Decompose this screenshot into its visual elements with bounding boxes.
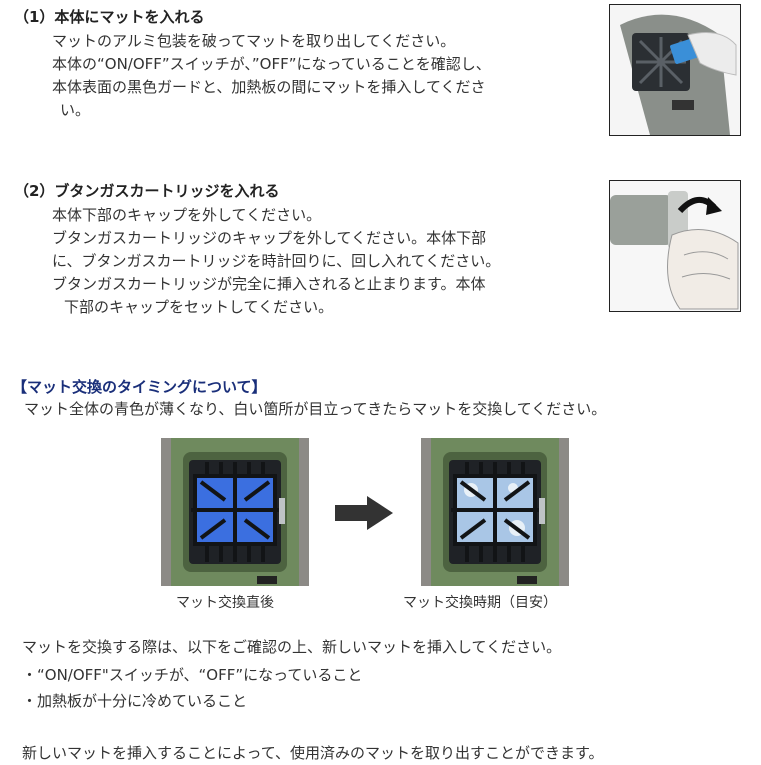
step1-line-3: 本体表面の黒色ガードと、加熱板の間にマットを挿入してくださ <box>52 78 486 96</box>
timing-title: 【マット交換のタイミングについて】 <box>12 378 267 396</box>
step1-line-4: い。 <box>60 101 91 119</box>
step2-line-4: ブタンガスカートリッジが完全に挿入されると止まります。本体 <box>52 275 486 293</box>
notes-footer: 新しいマットを挿入することによって、使用済みのマットを取り出すことができます。 <box>22 744 604 762</box>
step1-heading: （1）本体にマットを入れる <box>14 8 205 26</box>
step2-body: 本体下部のキャップを外してください。 ブタンガスカートリッジのキャップを外してく… <box>52 204 500 319</box>
mat-insert-photo <box>609 4 741 136</box>
step2-line-2: ブタンガスカートリッジのキャップを外してください。本体下部 <box>52 229 487 247</box>
step1-line-1: マットのアルミ包装を破ってマットを取り出してください。 <box>52 32 456 50</box>
right-arrow-icon <box>335 496 393 530</box>
step2-heading: （2）ブタンガスカートリッジを入れる <box>14 182 280 200</box>
step2-line-5: 下部のキャップをセットしてください。 <box>64 298 334 316</box>
cartridge-photo <box>609 180 741 312</box>
mat-used-photo <box>421 438 569 586</box>
notes-item-2: ・加熱板が十分に冷めていること <box>22 692 248 710</box>
step1-line-2: 本体の“ON/OFF”スイッチが、”OFF”になっていることを確認し、 <box>52 55 491 73</box>
mat-fresh-photo <box>161 438 309 586</box>
notes-item-1: ・“ON/OFF"スイッチが、“OFF”になっていること <box>22 666 363 684</box>
step1-body: マットのアルミ包装を破ってマットを取り出してください。 本体の“ON/OFF”ス… <box>52 30 491 122</box>
step2-line-1: 本体下部のキャップを外してください。 <box>52 206 322 224</box>
caption-after: マット交換時期（目安） <box>403 595 557 611</box>
caption-before: マット交換直後 <box>176 595 274 611</box>
step2-line-3: に、ブタンガスカートリッジを時計回りに、回し入れてください。 <box>52 252 501 270</box>
notes-intro: マットを交換する際は、以下をご確認の上、新しいマットを挿入してください。 <box>22 638 562 656</box>
timing-description: マット全体の青色が薄くなり、白い箇所が目立ってきたらマットを交換してください。 <box>24 400 607 418</box>
